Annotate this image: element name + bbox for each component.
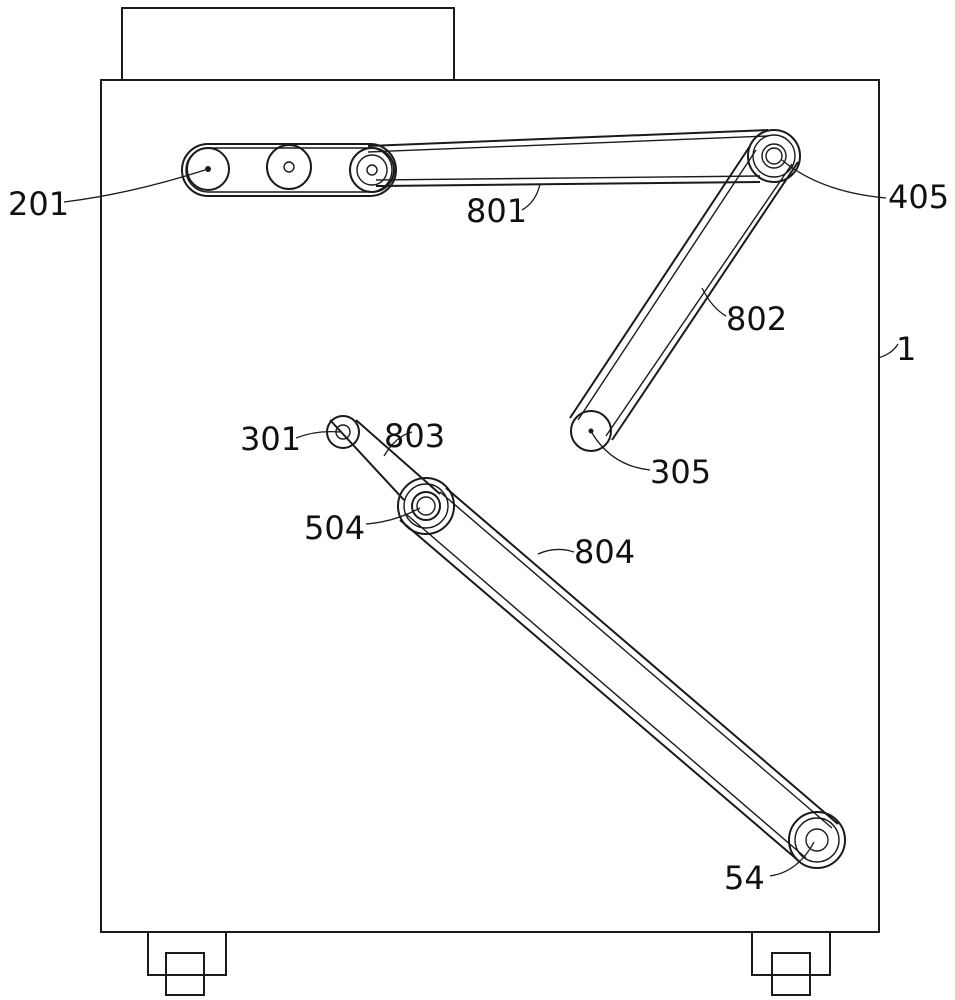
pulley-305 — [570, 410, 612, 452]
right-foot — [751, 932, 831, 996]
pulley-504 — [397, 477, 455, 535]
label-803: 803 — [384, 417, 445, 455]
label-301: 301 — [240, 420, 301, 458]
belt-801 — [181, 129, 769, 197]
leader-801 — [521, 183, 541, 211]
belt-804 — [399, 487, 839, 863]
label-804: 804 — [574, 533, 635, 571]
label-54: 54 — [724, 859, 765, 897]
top-housing — [121, 7, 455, 81]
label-801: 801 — [466, 192, 527, 230]
belt-802 — [569, 145, 799, 441]
leader-54 — [769, 841, 815, 877]
leader-504 — [365, 507, 421, 525]
label-201: 201 — [8, 185, 69, 223]
leader-301 — [295, 430, 341, 439]
idler-pulley — [266, 144, 312, 190]
leader-802 — [701, 287, 727, 317]
leader-803 — [383, 431, 413, 457]
pulley-left-drive — [349, 147, 395, 193]
label-802: 802 — [726, 300, 787, 338]
belt-803 — [329, 419, 441, 501]
leader-405 — [781, 159, 887, 199]
pulley-54 — [788, 811, 846, 869]
pulley-201 — [186, 147, 230, 191]
label-504: 504 — [304, 509, 365, 547]
leader-305 — [591, 432, 651, 471]
left-foot — [147, 932, 227, 996]
leader-1 — [877, 343, 899, 359]
label-405: 405 — [888, 178, 949, 216]
frame-body — [100, 79, 880, 933]
leader-201 — [63, 169, 206, 203]
pulley-405 — [747, 129, 801, 183]
label-1: 1 — [896, 330, 916, 368]
label-305: 305 — [650, 453, 711, 491]
leader-804 — [537, 548, 575, 555]
